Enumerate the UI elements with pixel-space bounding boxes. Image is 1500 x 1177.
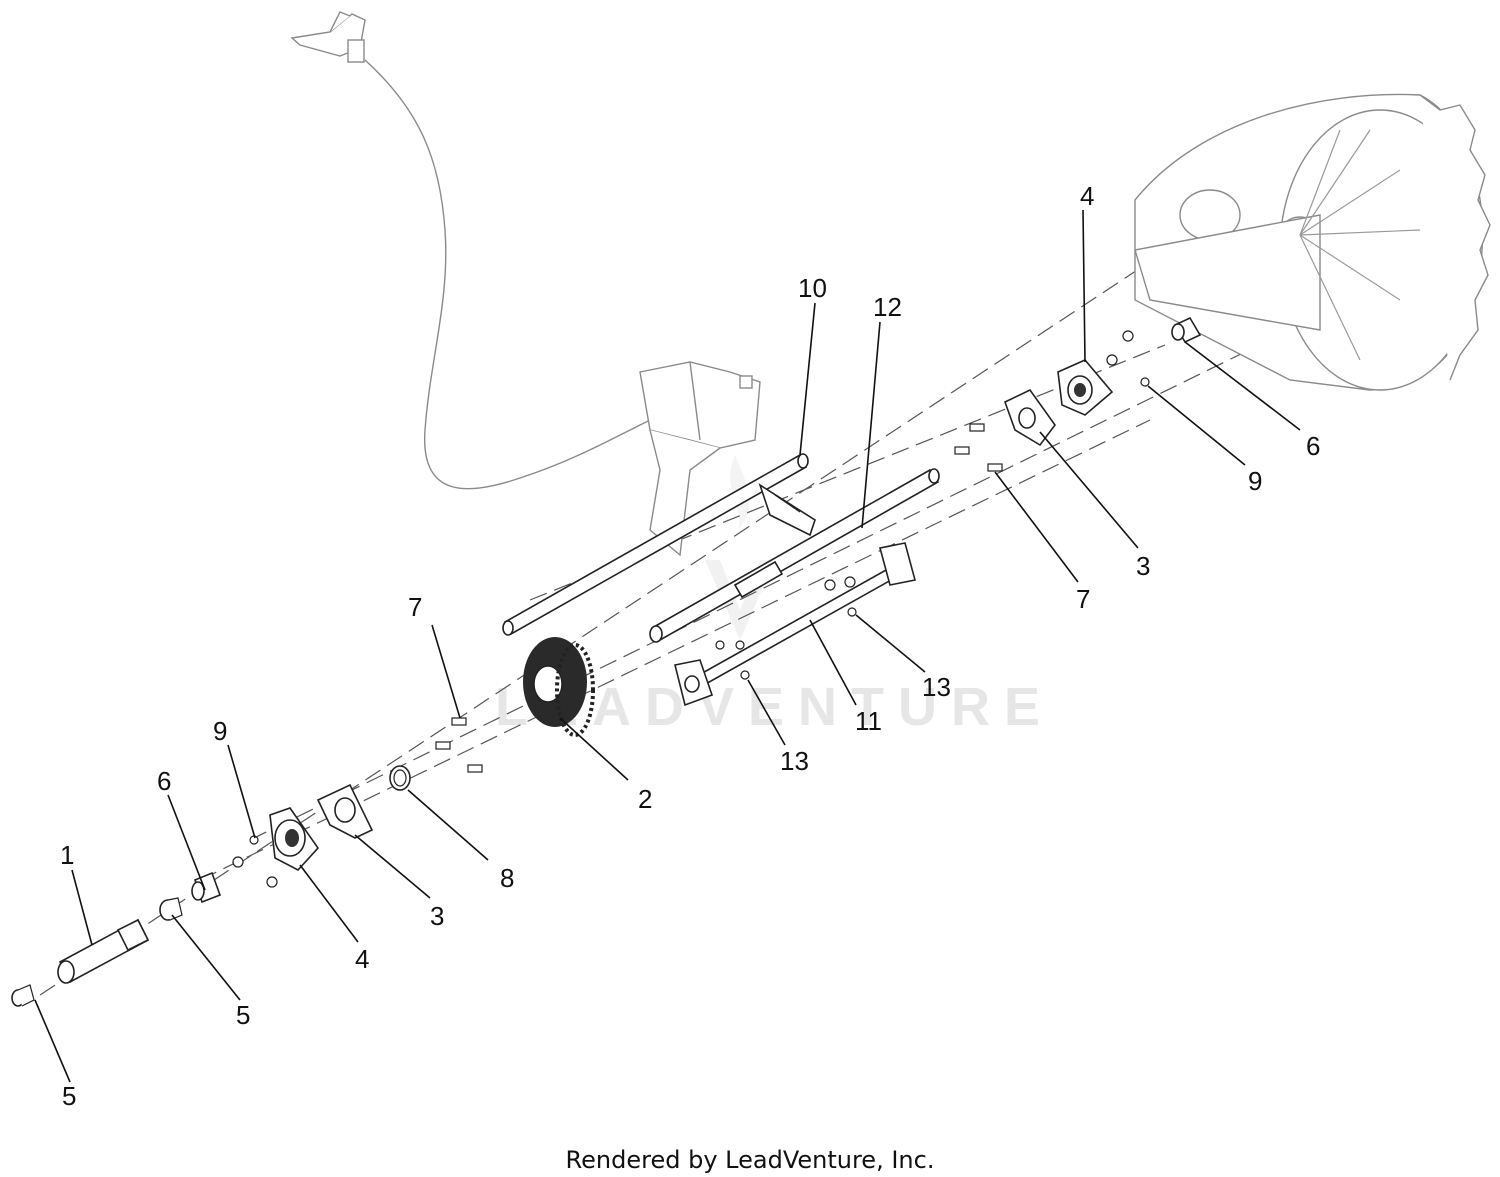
callout-labels: 1 5 5 6 9 4 3 8 7 2 10 12 11 13 13 4 3 7… bbox=[60, 181, 1320, 1111]
splined-shaft-part-12 bbox=[649, 468, 940, 643]
track-wheel-assembly bbox=[1134, 93, 1491, 391]
callout-2: 2 bbox=[638, 784, 652, 814]
callout-4-right: 4 bbox=[1080, 181, 1094, 211]
callout-7-right: 7 bbox=[1076, 584, 1090, 614]
hardware-left bbox=[232, 717, 483, 888]
plate-part-3-left bbox=[316, 783, 374, 839]
hardware-right bbox=[715, 330, 1150, 680]
callout-leaders bbox=[34, 209, 1301, 1083]
bearing-part-4-left bbox=[269, 807, 320, 871]
gear-part-2 bbox=[523, 637, 595, 737]
plate-part-3-right bbox=[1004, 388, 1056, 447]
callout-13-left: 13 bbox=[780, 746, 809, 776]
callout-4-left: 4 bbox=[355, 944, 369, 974]
ring-part-8 bbox=[389, 765, 411, 791]
callout-12: 12 bbox=[873, 292, 902, 322]
bushing-part-5-small bbox=[11, 984, 35, 1007]
callout-7-left: 7 bbox=[408, 592, 422, 622]
bearing-part-4-right bbox=[1057, 359, 1114, 416]
callout-3-right: 3 bbox=[1136, 551, 1150, 581]
callout-5-upper: 5 bbox=[236, 1000, 250, 1030]
callout-6-right: 6 bbox=[1306, 431, 1320, 461]
callout-6-left: 6 bbox=[157, 766, 171, 796]
shaft-part-1 bbox=[57, 918, 150, 984]
control-cable bbox=[290, 11, 651, 490]
callout-3-left: 3 bbox=[430, 901, 444, 931]
footer-credit: Rendered by LeadVenture, Inc. bbox=[566, 1146, 935, 1174]
callout-11: 11 bbox=[855, 706, 882, 736]
callout-9-left: 9 bbox=[213, 716, 227, 746]
callout-1: 1 bbox=[60, 840, 74, 870]
bushing-part-6-left bbox=[191, 871, 222, 904]
bushing-part-6-right bbox=[1171, 316, 1202, 344]
callout-9-right: 9 bbox=[1248, 466, 1262, 496]
shaft-part-10 bbox=[502, 453, 816, 636]
callout-13-right: 13 bbox=[922, 672, 951, 702]
callout-5-lower: 5 bbox=[62, 1081, 76, 1111]
callout-8: 8 bbox=[500, 863, 514, 893]
bushing-part-5 bbox=[159, 897, 183, 921]
axle-part-11 bbox=[674, 542, 916, 707]
callout-10: 10 bbox=[798, 273, 827, 303]
